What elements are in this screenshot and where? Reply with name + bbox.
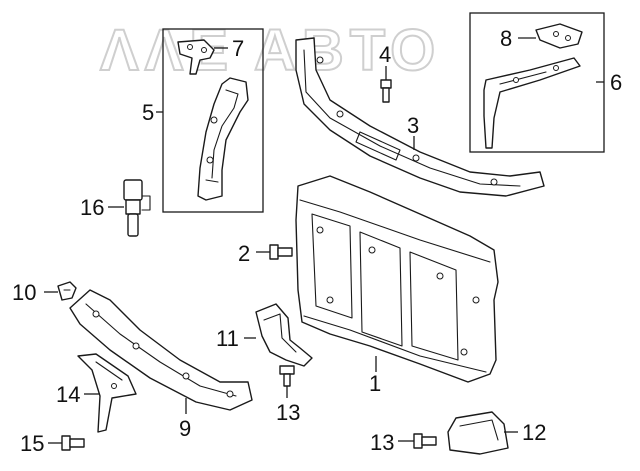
callout-15: 15 — [20, 431, 44, 456]
part-11-air-guide — [244, 303, 313, 367]
part-3-upper-tie-bar — [295, 37, 545, 197]
watermark-text: ΛΛΕ ΑΒΤΟ — [100, 18, 441, 83]
callout-7: 7 — [232, 36, 244, 61]
callout-13-upper: 13 — [276, 400, 300, 425]
group-box-5 — [162, 28, 264, 213]
part-16-sensor — [108, 179, 151, 237]
part-1-radiator-support — [295, 175, 499, 383]
callout-2: 2 — [238, 241, 250, 266]
callout-13-lower: 13 — [370, 430, 394, 455]
callout-6: 6 — [610, 70, 622, 95]
callout-16: 16 — [80, 195, 104, 220]
callout-3: 3 — [407, 113, 419, 138]
part-12-bracket — [447, 411, 518, 455]
part-8-bracket — [518, 23, 583, 49]
callout-10: 10 — [12, 280, 36, 305]
callout-12: 12 — [522, 420, 546, 445]
part-7-bracket — [177, 39, 228, 75]
part-6-side-bar — [483, 57, 604, 149]
part-15-bolt — [48, 435, 85, 451]
part-13-bolt-upper — [279, 365, 295, 398]
callout-8: 8 — [500, 26, 512, 51]
callout-9: 9 — [179, 416, 191, 441]
part-10-clip — [44, 281, 77, 301]
part-14-bracket — [77, 353, 137, 433]
callout-14: 14 — [56, 382, 80, 407]
part-2-bolt — [256, 244, 293, 260]
part-13-bolt-lower — [398, 433, 437, 449]
callout-4: 4 — [379, 42, 391, 67]
callout-1: 1 — [369, 371, 381, 396]
part-4-bolt — [380, 66, 392, 103]
callout-11: 11 — [216, 326, 239, 351]
part-5-side-member — [156, 77, 249, 201]
part-9-lower-tie-bar — [69, 289, 253, 414]
callout-5: 5 — [142, 100, 154, 125]
